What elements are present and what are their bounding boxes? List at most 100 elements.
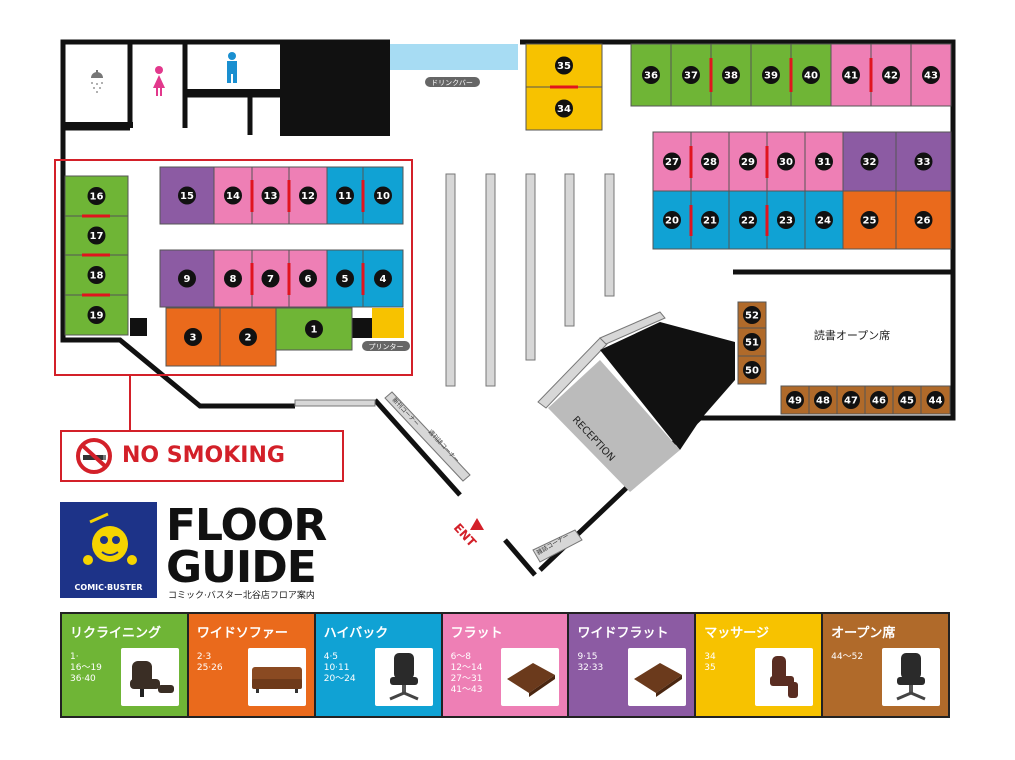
- seat-number: 41: [844, 71, 858, 82]
- seat-number: 29: [741, 157, 755, 168]
- seat-42: 42: [870, 43, 912, 107]
- floor-guide-title-line1: FLOOR: [166, 500, 327, 551]
- wall-block: [280, 42, 390, 136]
- seat-40: 40: [790, 43, 832, 107]
- seat-number: 49: [788, 396, 802, 407]
- seat-number: 24: [817, 216, 831, 227]
- seat-number: 19: [90, 311, 104, 322]
- legend-seat-numbers: 9·15 32·33: [577, 652, 604, 673]
- seat-number-badge: [224, 269, 242, 288]
- seat-43: 43: [910, 43, 952, 107]
- seat-number: 2: [245, 333, 252, 344]
- seat-9: 9: [159, 249, 215, 308]
- seat-37: 37: [670, 43, 712, 107]
- seat-number: 34: [557, 104, 571, 115]
- seat-number: 50: [745, 366, 759, 377]
- seat-number-badge: [261, 186, 280, 205]
- brand-block: COMIC·BUSTER FLOOR GUIDE コミック·バスター北谷店フロア…: [60, 500, 360, 605]
- pillar: [130, 318, 147, 336]
- seat-number-badge: [860, 211, 879, 229]
- seat-number: 1: [311, 325, 318, 336]
- legend-seat-numbers: 44～52: [831, 652, 864, 662]
- recliner-chair-icon: [120, 648, 179, 706]
- seat-number: 48: [816, 396, 830, 407]
- seat-number: 38: [724, 71, 738, 82]
- seat-49: 49: [780, 385, 810, 415]
- seat-number: 26: [917, 216, 931, 227]
- seat-number-badge: [224, 186, 242, 205]
- seat-21: 21: [690, 190, 730, 250]
- seat-number-badge: [87, 306, 106, 324]
- seat-41: 41: [830, 43, 872, 107]
- sofa-icon: [247, 648, 306, 706]
- flat-mat-icon: [501, 648, 560, 706]
- seat-number-badge: [305, 320, 323, 338]
- seat-number-badge: [642, 66, 660, 84]
- seat-11: 11: [326, 166, 364, 225]
- seat-number: 32: [863, 157, 877, 168]
- seat-number: 13: [264, 191, 278, 202]
- seat-5: 5: [326, 249, 364, 308]
- seat-number-badge: [842, 66, 860, 84]
- seat-34: 34: [525, 86, 603, 131]
- seat-number: 15: [180, 191, 194, 202]
- seat-26: 26: [895, 190, 952, 250]
- seat-number: 18: [90, 271, 104, 282]
- seat-number-badge: [777, 152, 795, 171]
- seat-number-badge: [926, 391, 945, 409]
- seat-booth: [842, 190, 897, 250]
- seat-12: 12: [288, 166, 328, 225]
- legend-seat-numbers: 6～8 12～14 27～31 41～43: [450, 652, 483, 695]
- seat-8: 8: [213, 249, 253, 308]
- seat-17: 17: [64, 215, 129, 256]
- seat-number: 12: [301, 191, 315, 202]
- entrance-arrow-icon: [470, 518, 484, 530]
- seat-32: 32: [842, 131, 897, 192]
- seat-39: 39: [750, 43, 792, 107]
- flat-mat-icon: [628, 648, 687, 706]
- printer-label: プリンター: [369, 342, 404, 351]
- seat-number-badge: [898, 391, 916, 409]
- seat-number: 5: [342, 274, 349, 285]
- logo-text: COMIC·BUSTER: [74, 583, 143, 592]
- seat-number-badge: [555, 99, 573, 118]
- seat-booth: [670, 43, 712, 107]
- seat-number: 6: [305, 274, 312, 285]
- seat-25: 25: [842, 190, 897, 250]
- no-smoking-zone: [54, 159, 413, 376]
- seat-number-badge: [777, 211, 795, 229]
- legend-title: マッサージ: [704, 626, 770, 641]
- seat-44: 44: [920, 385, 951, 415]
- seat-number-badge: [87, 226, 106, 245]
- seat-number: 30: [779, 157, 793, 168]
- office-chair-icon: [374, 648, 433, 706]
- seat-24: 24: [804, 190, 844, 250]
- floor-guide-subtitle: コミック·バスター北谷店フロア案内: [168, 591, 315, 601]
- seat-number-badge: [663, 211, 681, 229]
- seat-number-badge: [860, 152, 879, 171]
- seat-number: 37: [684, 71, 698, 82]
- legend-seat-numbers: 1· 16～19 36·40: [70, 652, 102, 684]
- seat-number-badge: [743, 361, 761, 379]
- legend-title: リクライニング: [70, 626, 162, 641]
- drink-bar-label: ドリンクバー: [431, 79, 473, 87]
- female-restroom-icon: [153, 66, 165, 96]
- seat-number: 33: [917, 157, 931, 168]
- seat-number: 14: [226, 191, 240, 202]
- seat-number-badge: [299, 186, 317, 205]
- seat-number: 8: [230, 274, 237, 285]
- seat-number-badge: [374, 269, 392, 288]
- office-chair-icon: [882, 648, 941, 706]
- seat-number: 9: [184, 274, 191, 285]
- legend-seat-numbers: 4·5 10·11 20～24: [323, 652, 356, 684]
- seat-36: 36: [630, 43, 672, 107]
- seat-number-badge: [555, 56, 573, 75]
- seat-number-badge: [743, 306, 761, 324]
- seat-22: 22: [728, 190, 768, 250]
- seat-number-badge: [336, 269, 354, 288]
- seat-number-badge: [762, 66, 780, 84]
